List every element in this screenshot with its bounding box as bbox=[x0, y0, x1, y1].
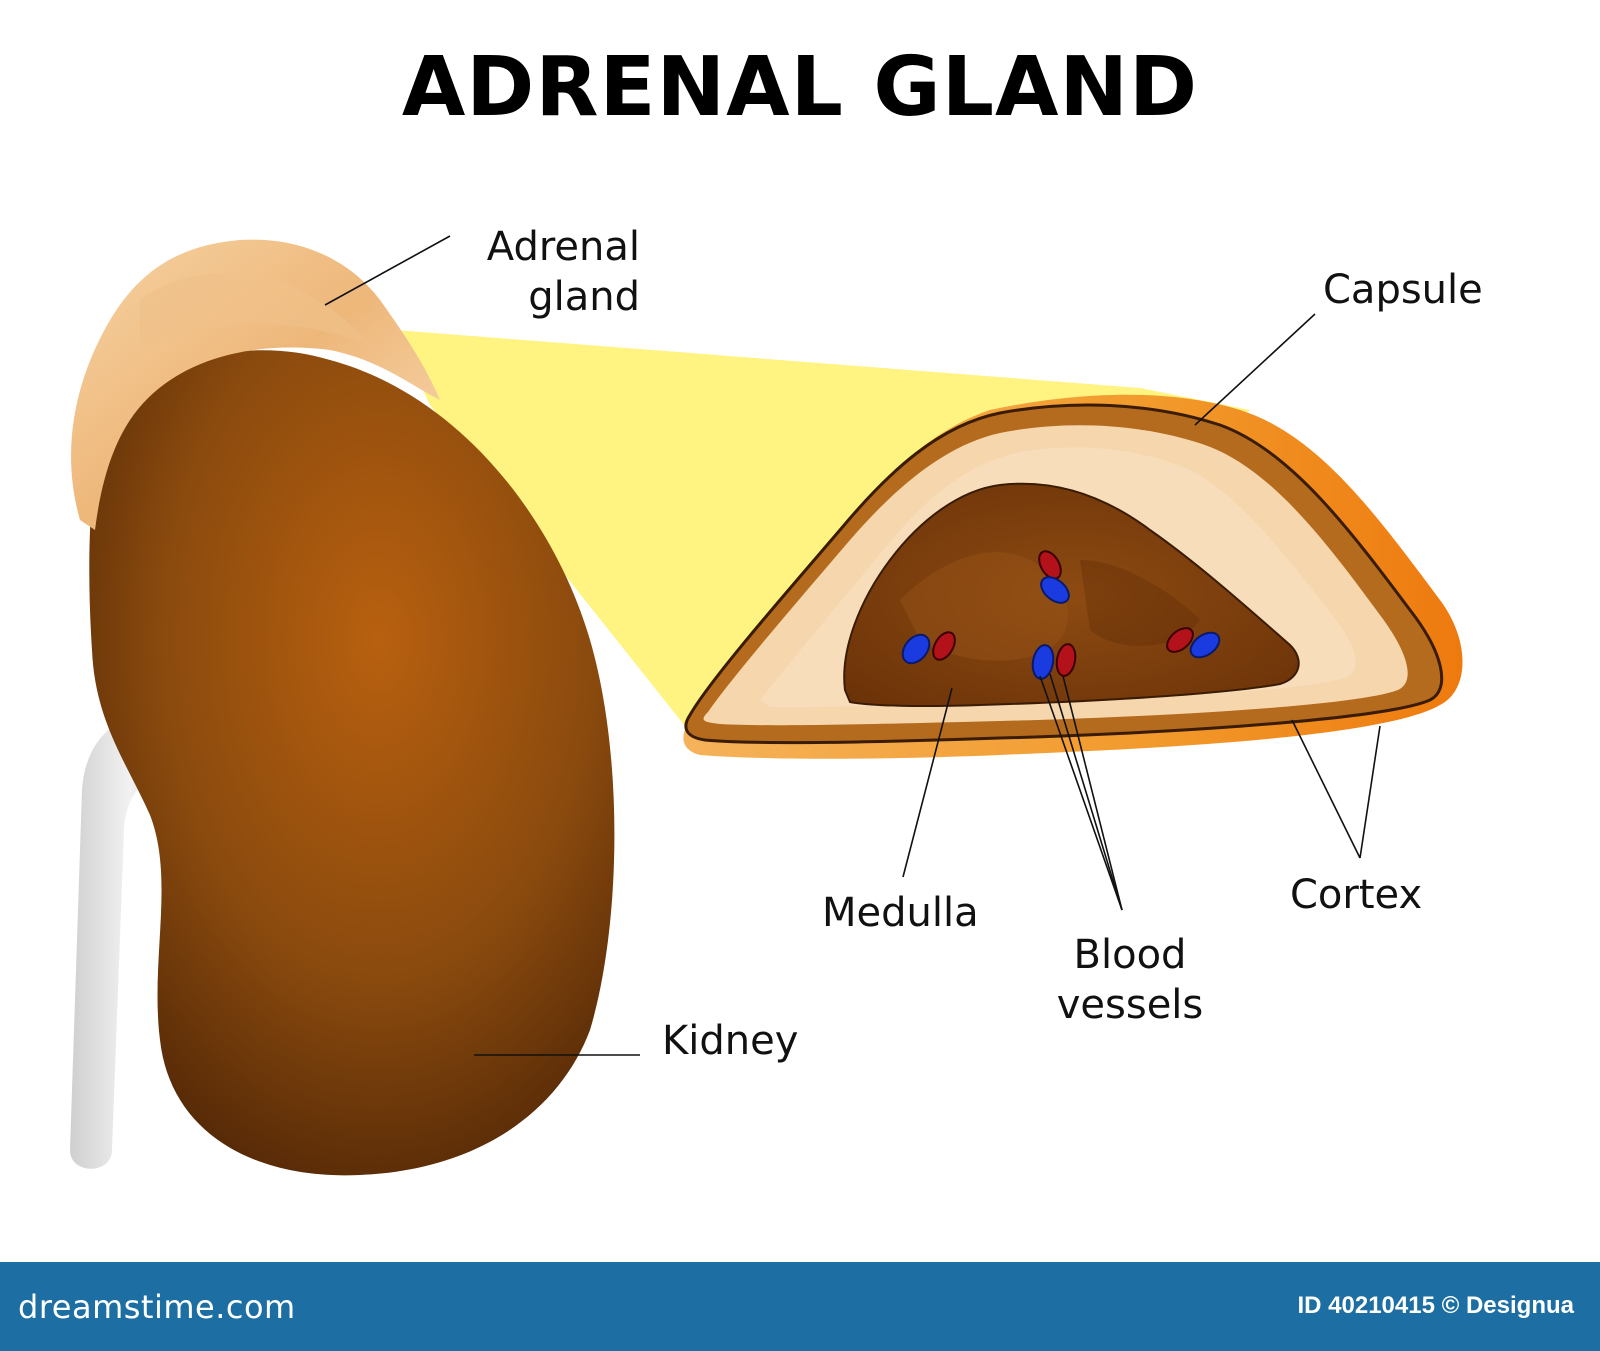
leader-lines bbox=[324, 235, 1381, 1056]
label-kidney: Kidney bbox=[662, 1018, 799, 1064]
label-capsule: Capsule bbox=[1323, 267, 1483, 313]
artery-4 bbox=[1166, 627, 1194, 653]
medulla-layer bbox=[843, 482, 1300, 707]
leader-cortex-b bbox=[1359, 725, 1381, 859]
label-medulla: Medulla bbox=[822, 890, 979, 936]
leader-blood-vessels-c bbox=[1062, 675, 1123, 911]
vein-2 bbox=[901, 633, 931, 665]
footer-site-link[interactable]: dreamstime.com bbox=[18, 1288, 296, 1326]
label-blood-vessels: Blood vessels bbox=[1040, 930, 1220, 1030]
diagram-title: ADRENAL GLAND bbox=[401, 40, 1199, 135]
label-adrenal-gland: Adrenal gland bbox=[440, 222, 640, 322]
label-blood-vessels-line1: Blood bbox=[1073, 932, 1187, 978]
footer-bar: dreamstime.com ID 40210415 © Designua bbox=[0, 1262, 1600, 1351]
leader-cortex-a bbox=[1291, 719, 1361, 859]
label-adrenal-gland-line1: Adrenal bbox=[486, 224, 640, 270]
leader-blood-vessels-b bbox=[1049, 673, 1123, 911]
vein-3 bbox=[1031, 644, 1055, 680]
label-cortex: Cortex bbox=[1290, 872, 1423, 918]
artery-1 bbox=[1038, 550, 1062, 580]
artery-3 bbox=[1055, 643, 1077, 677]
ureter bbox=[70, 712, 190, 1169]
blood-vessels bbox=[901, 550, 1221, 680]
leader-medulla bbox=[902, 687, 953, 878]
leader-adrenal-gland bbox=[324, 235, 451, 306]
vein-4 bbox=[1189, 631, 1221, 659]
footer-credit: ID 40210415 © Designua bbox=[1297, 1292, 1575, 1319]
label-adrenal-gland-line2: gland bbox=[528, 274, 640, 320]
leader-blood-vessels-a bbox=[1039, 675, 1123, 911]
kidney-shape bbox=[89, 350, 615, 1176]
artery-2 bbox=[932, 631, 956, 661]
label-blood-vessels-line2: vessels bbox=[1056, 982, 1204, 1028]
vein-1 bbox=[1040, 576, 1070, 604]
leader-capsule bbox=[1194, 313, 1316, 426]
